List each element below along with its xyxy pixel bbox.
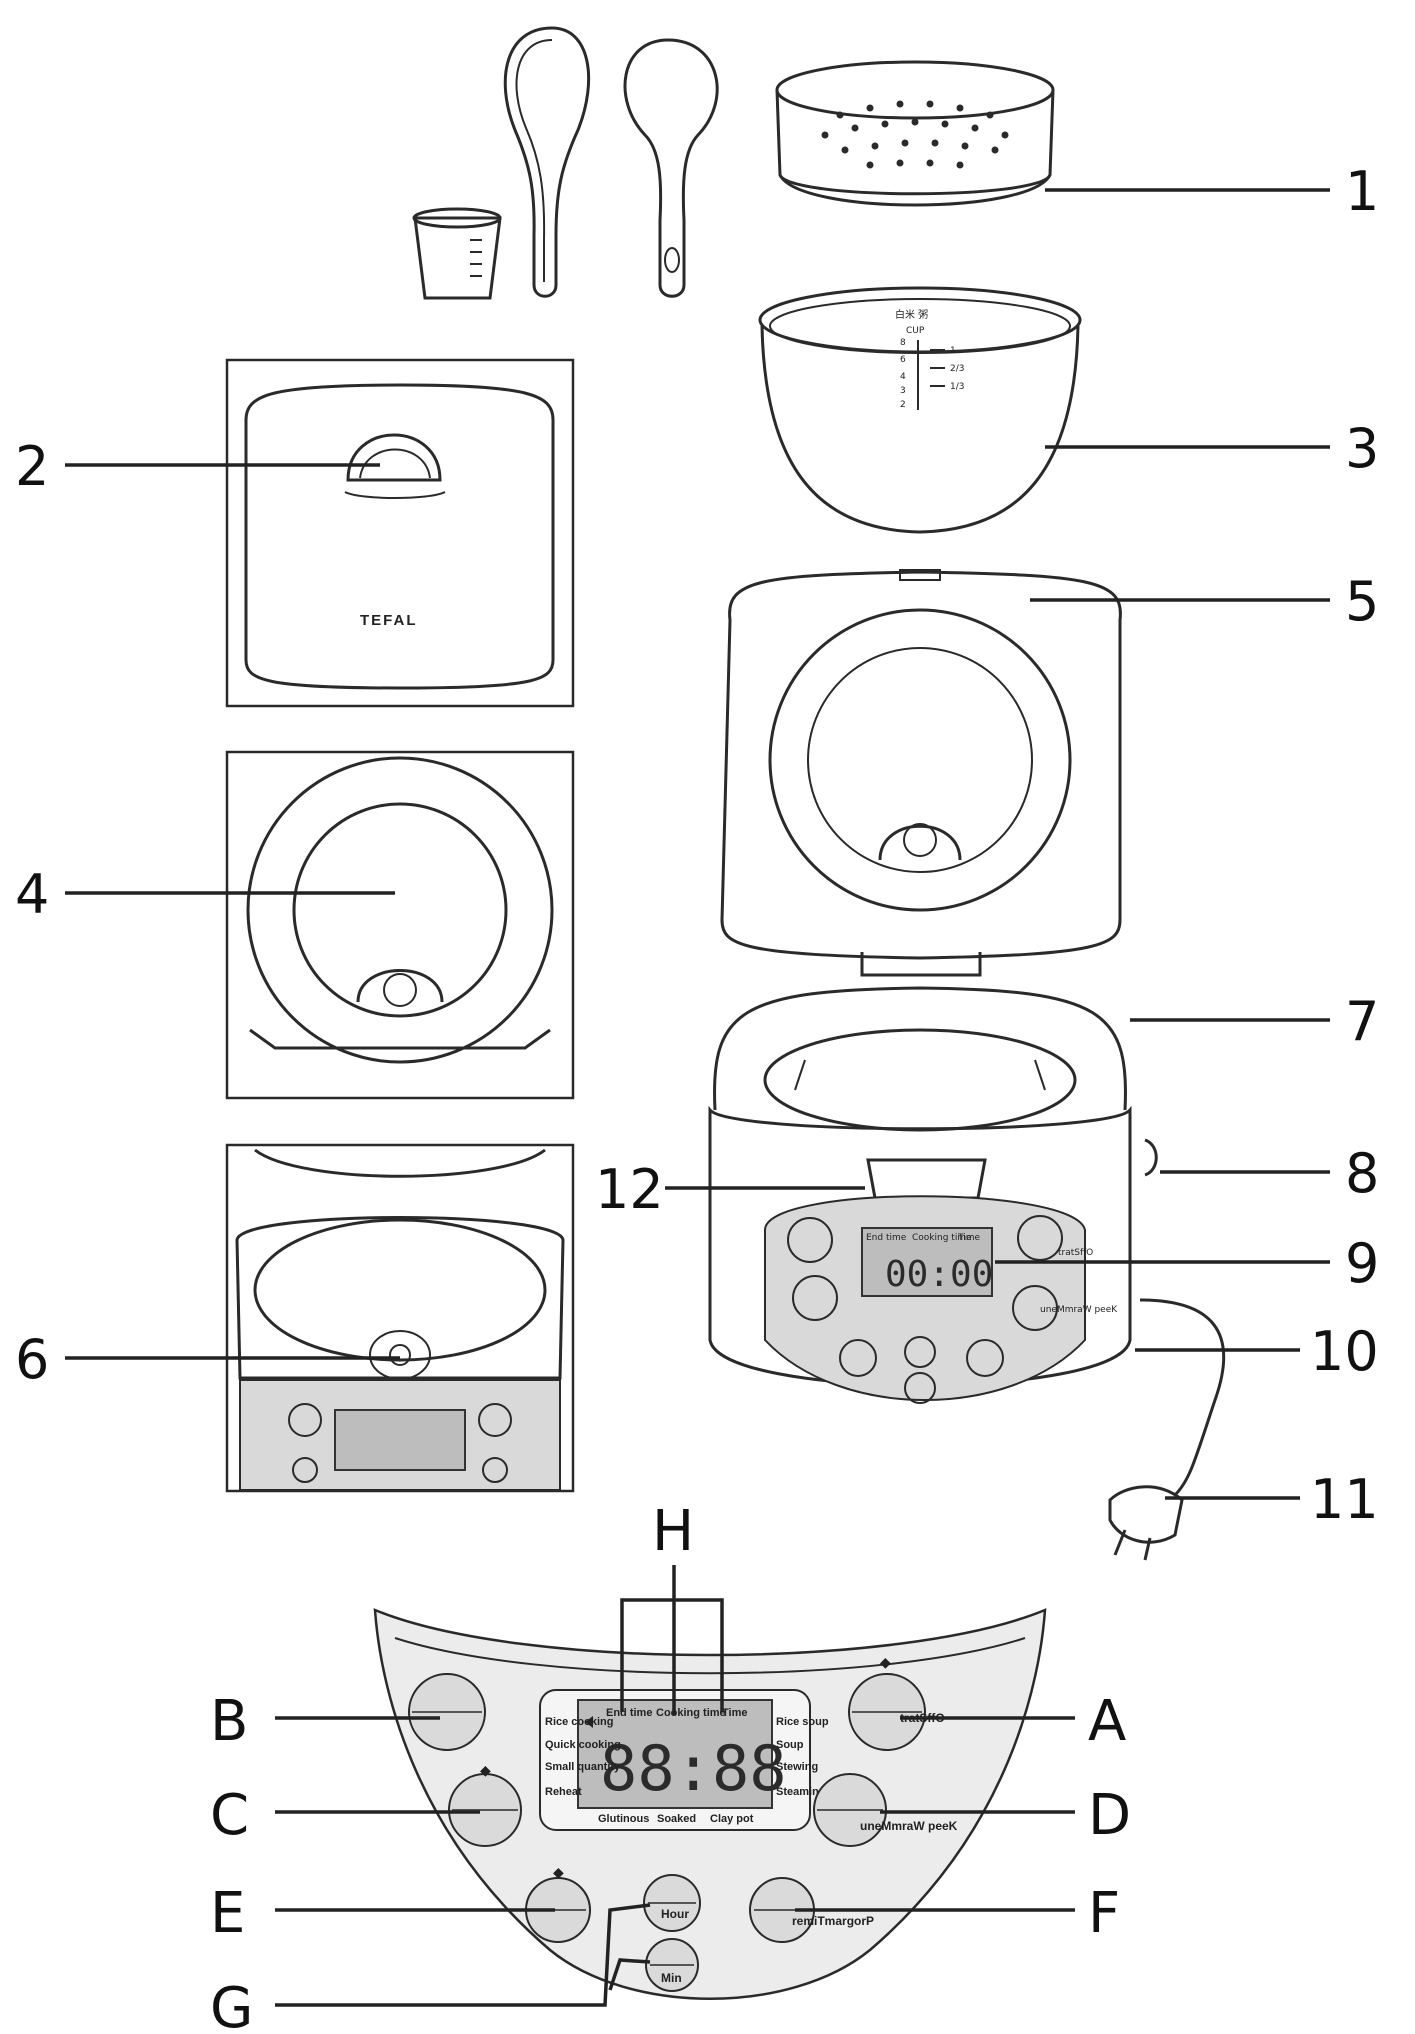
small-panel-tab-0: End time [866,1233,907,1243]
small-panel-tab-1: Cooking time [912,1233,972,1243]
callout-2: 2 [15,435,49,498]
lcd-tab-time: Time [722,1707,747,1719]
bowl-marking-cup: CUP [906,326,925,336]
mode-bottom-0-l1: Glutinous [598,1813,649,1825]
callout-7: 7 [1345,990,1379,1053]
mode-right-3: Steaming [776,1786,826,1798]
lcd-tab-cooking-time: Cooking time [656,1707,726,1719]
callout-b: B [210,1689,248,1754]
callout-e: E [210,1881,245,1946]
button-f-label: remiTmargorP [792,1914,874,1928]
bowl-marking-top: 白米 粥 [895,308,928,321]
callout-12: 12 [595,1158,664,1221]
bowl-ratio-1: 2/3 [950,364,964,374]
detail-view-box [225,1143,575,1493]
mode-right-0: Rice soup [776,1716,829,1728]
measuring-cup [412,207,502,300]
bowl-scale-1: 6 [900,355,906,365]
lid-brand: TEFAL [360,612,418,629]
mode-right-2: Stewing [776,1761,818,1773]
lcd-tab-end-time: End time [606,1707,652,1719]
small-panel-tab-2: Time [957,1233,980,1243]
soup-ladle [623,38,719,298]
callout-4: 4 [15,863,49,926]
button-hour-label: Hour [661,1907,689,1921]
small-panel-display: 00:00 [885,1254,993,1295]
callout-10: 10 [1310,1320,1379,1383]
callout-3: 3 [1345,417,1379,480]
callout-a: A [1088,1689,1126,1754]
callout-h: H [652,1499,694,1564]
control-panel-closeup: 88:88 End time Cooking time Time Rice co… [373,1608,1047,2000]
bowl-scale-4: 2 [900,400,906,410]
callout-11: 11 [1310,1468,1379,1531]
button-d-label: uneMmraW peeK [860,1819,958,1833]
mode-bottom-2-l1: Clay pot [710,1813,754,1825]
mode-left-2: Small quantity [545,1761,621,1773]
rice-paddle [503,26,591,298]
bowl-scale-3: 3 [900,386,906,396]
callout-9: 9 [1345,1232,1379,1295]
callout-1: 1 [1345,160,1379,223]
callout-8: 8 [1345,1142,1379,1205]
leader-lines [65,188,1330,2007]
small-panel-btn-d: uneMmraW peeK [1040,1305,1118,1315]
callout-f: F [1088,1881,1120,1946]
svg-text:◆: ◆ [553,1865,564,1881]
callout-d: D [1088,1783,1131,1848]
callout-g: G [210,1976,253,2034]
inner-bowl: 白米 粥 CUP 8 6 4 3 2 1 2/3 1/3 [758,286,1082,534]
bowl-ratio-2: 1/3 [950,382,964,392]
panel-display: 88:88 [600,1732,787,1805]
small-panel-btn-a: tratSffO [1058,1248,1093,1258]
mode-right-1: Soup [776,1739,804,1751]
mode-left-3: Reheat [545,1786,582,1798]
lid-box: TEFAL [225,358,575,708]
mode-left-1: Quick cooking [545,1739,621,1751]
bowl-scale-2: 4 [900,372,906,382]
mode-left-0: Rice cooking [545,1716,613,1728]
inner-lid-box [225,750,575,1100]
callout-5: 5 [1345,570,1379,633]
svg-text:◆: ◆ [480,1763,491,1779]
button-min-label: Min [661,1971,682,1985]
mode-bottom-1-l1: Soaked [657,1813,696,1825]
rice-cooker: 00:00 End time Cooking time Time tratSff… [708,569,1226,1561]
callout-c: C [210,1783,249,1848]
bowl-scale-0: 8 [900,338,906,348]
bowl-ratio-0: 1 [950,346,956,356]
svg-text:◆: ◆ [880,1655,891,1671]
steam-basket [775,60,1055,207]
callout-6: 6 [15,1328,49,1391]
